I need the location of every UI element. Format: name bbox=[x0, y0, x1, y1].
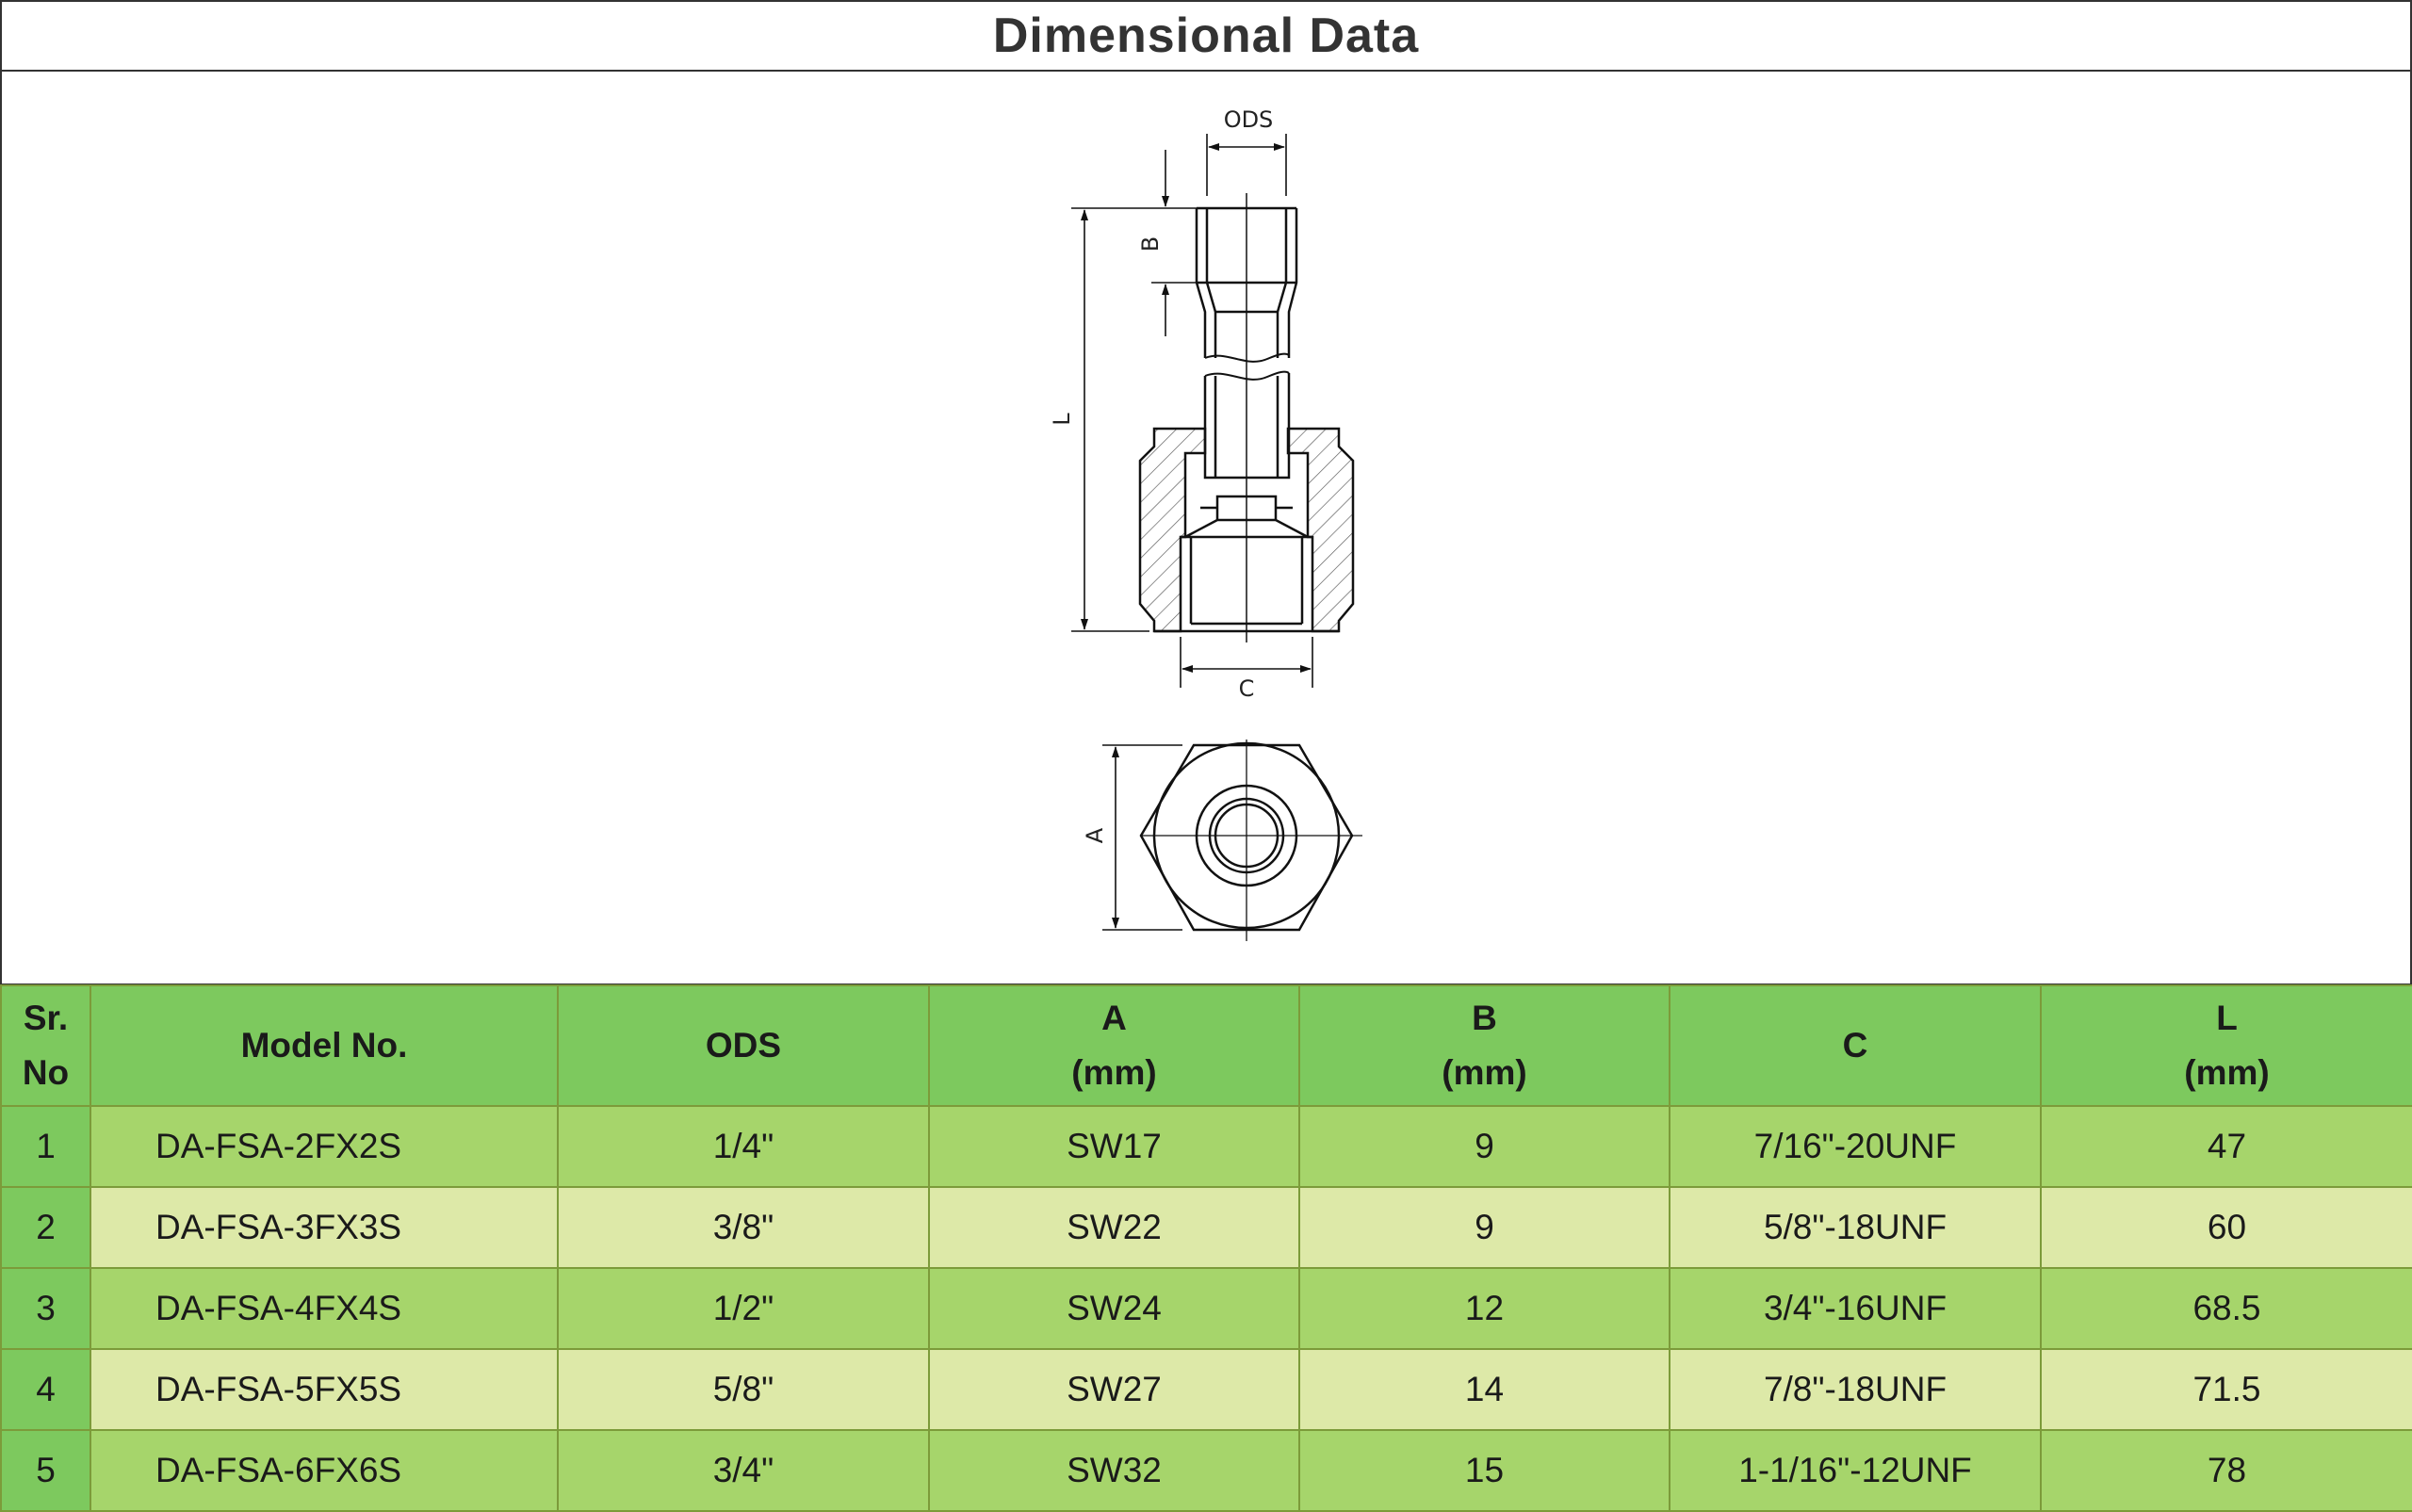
cell-model-no: DA-FSA-4FX4S bbox=[90, 1267, 559, 1350]
cell-c: 7/16"-20UNF bbox=[1669, 1105, 2042, 1188]
page-title: Dimensional Data bbox=[0, 0, 2412, 72]
cell-b: 12 bbox=[1298, 1267, 1670, 1350]
cell-a: SW17 bbox=[928, 1105, 1300, 1188]
cell-c: 7/8"-18UNF bbox=[1669, 1348, 2042, 1431]
cell-sr-no: 5 bbox=[0, 1429, 91, 1512]
b-dimension-label: B bbox=[1137, 236, 1164, 252]
cell-ods: 3/8" bbox=[557, 1186, 930, 1269]
a-dimension-label: A bbox=[1082, 827, 1108, 843]
cell-l: 47 bbox=[2040, 1105, 2412, 1188]
cell-model-no: DA-FSA-5FX5S bbox=[90, 1348, 559, 1431]
cell-model-no: DA-FSA-6FX6S bbox=[90, 1429, 559, 1512]
cell-ods: 1/4" bbox=[557, 1105, 930, 1188]
cell-a: SW24 bbox=[928, 1267, 1300, 1350]
cell-ods: 3/4" bbox=[557, 1429, 930, 1512]
cell-l: 60 bbox=[2040, 1186, 2412, 1269]
nut-right-section bbox=[1286, 427, 1355, 633]
cell-sr-no: 3 bbox=[0, 1267, 91, 1350]
cell-model-no: DA-FSA-2FX2S bbox=[90, 1105, 559, 1188]
cell-b: 14 bbox=[1298, 1348, 1670, 1431]
header-l: L(mm) bbox=[2040, 984, 2412, 1107]
cell-c: 3/4"-16UNF bbox=[1669, 1267, 2042, 1350]
table-header-row: Sr.No Model No. ODS A(mm) B(mm) C L(mm) bbox=[0, 984, 2412, 1107]
dimensional-data-table: Sr.No Model No. ODS A(mm) B(mm) C L(mm) … bbox=[0, 984, 2412, 1512]
cell-b: 9 bbox=[1298, 1105, 1670, 1188]
cell-c: 5/8"-18UNF bbox=[1669, 1186, 2042, 1269]
header-b: B(mm) bbox=[1298, 984, 1670, 1107]
c-dimension-label: C bbox=[1239, 675, 1255, 702]
cell-a: SW22 bbox=[928, 1186, 1300, 1269]
header-sr-no: Sr.No bbox=[0, 984, 91, 1107]
cell-model-no: DA-FSA-3FX3S bbox=[90, 1186, 559, 1269]
cell-a: SW27 bbox=[928, 1348, 1300, 1431]
header-model-no: Model No. bbox=[90, 984, 559, 1107]
ods-dimension-label: ODS bbox=[1224, 106, 1274, 133]
cell-l: 71.5 bbox=[2040, 1348, 2412, 1431]
cell-l: 78 bbox=[2040, 1429, 2412, 1512]
cell-sr-no: 4 bbox=[0, 1348, 91, 1431]
cell-ods: 5/8" bbox=[557, 1348, 930, 1431]
cell-l: 68.5 bbox=[2040, 1267, 2412, 1350]
cell-sr-no: 2 bbox=[0, 1186, 91, 1269]
cell-b: 15 bbox=[1298, 1429, 1670, 1512]
cell-c: 1-1/16"-12UNF bbox=[1669, 1429, 2042, 1512]
header-ods: ODS bbox=[557, 984, 930, 1107]
cell-a: SW32 bbox=[928, 1429, 1300, 1512]
cell-ods: 1/2" bbox=[557, 1267, 930, 1350]
cell-sr-no: 1 bbox=[0, 1105, 91, 1188]
fitting-diagram: ODS B L C A bbox=[1049, 106, 1362, 941]
header-a: A(mm) bbox=[928, 984, 1300, 1107]
header-c: C bbox=[1669, 984, 2042, 1107]
l-dimension-label: L bbox=[1049, 413, 1075, 426]
cell-b: 9 bbox=[1298, 1186, 1670, 1269]
technical-drawing: ODS B L C A bbox=[0, 70, 2412, 986]
nut-left-section bbox=[1138, 427, 1207, 633]
